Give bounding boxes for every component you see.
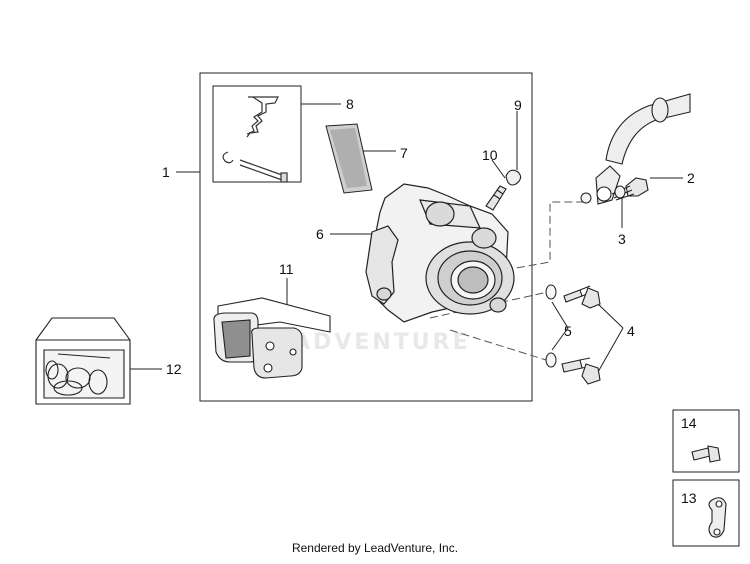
pad-shim bbox=[325, 123, 373, 194]
callout-6: 6 bbox=[316, 226, 324, 242]
callout-13: 13 bbox=[681, 490, 697, 506]
pin-kit bbox=[222, 96, 288, 183]
caliper-assembly-frame bbox=[199, 72, 533, 402]
callout-1: 1 bbox=[162, 164, 170, 180]
banjo-bolt bbox=[611, 177, 649, 201]
brake-hose bbox=[595, 93, 691, 205]
callout-11: 11 bbox=[279, 261, 294, 277]
link-plate-part-13 bbox=[708, 497, 727, 538]
hardware-kit-bag bbox=[35, 317, 131, 405]
sealing-washers bbox=[580, 185, 626, 204]
screw-part-14 bbox=[691, 445, 721, 463]
footer-credit: Rendered by LeadVenture, Inc. bbox=[291, 541, 459, 555]
callout-14: 14 bbox=[681, 415, 697, 431]
part-13-frame bbox=[672, 479, 740, 547]
brake-caliper bbox=[365, 183, 515, 323]
bolt-washers bbox=[545, 284, 557, 368]
callout-9: 9 bbox=[514, 97, 522, 113]
brake-pads bbox=[213, 297, 331, 379]
callout-7: 7 bbox=[400, 145, 408, 161]
pin-kit-frame bbox=[212, 85, 302, 183]
bleeder-valve bbox=[485, 169, 522, 211]
mounting-bolts bbox=[561, 285, 601, 385]
callout-2: 2 bbox=[687, 170, 695, 186]
callout-8: 8 bbox=[346, 96, 354, 112]
callout-12: 12 bbox=[166, 361, 182, 377]
callout-5: 5 bbox=[564, 323, 572, 339]
part-14-frame bbox=[672, 409, 740, 473]
callout-3: 3 bbox=[618, 231, 626, 247]
callout-10: 10 bbox=[482, 147, 498, 163]
callout-4: 4 bbox=[627, 323, 635, 339]
